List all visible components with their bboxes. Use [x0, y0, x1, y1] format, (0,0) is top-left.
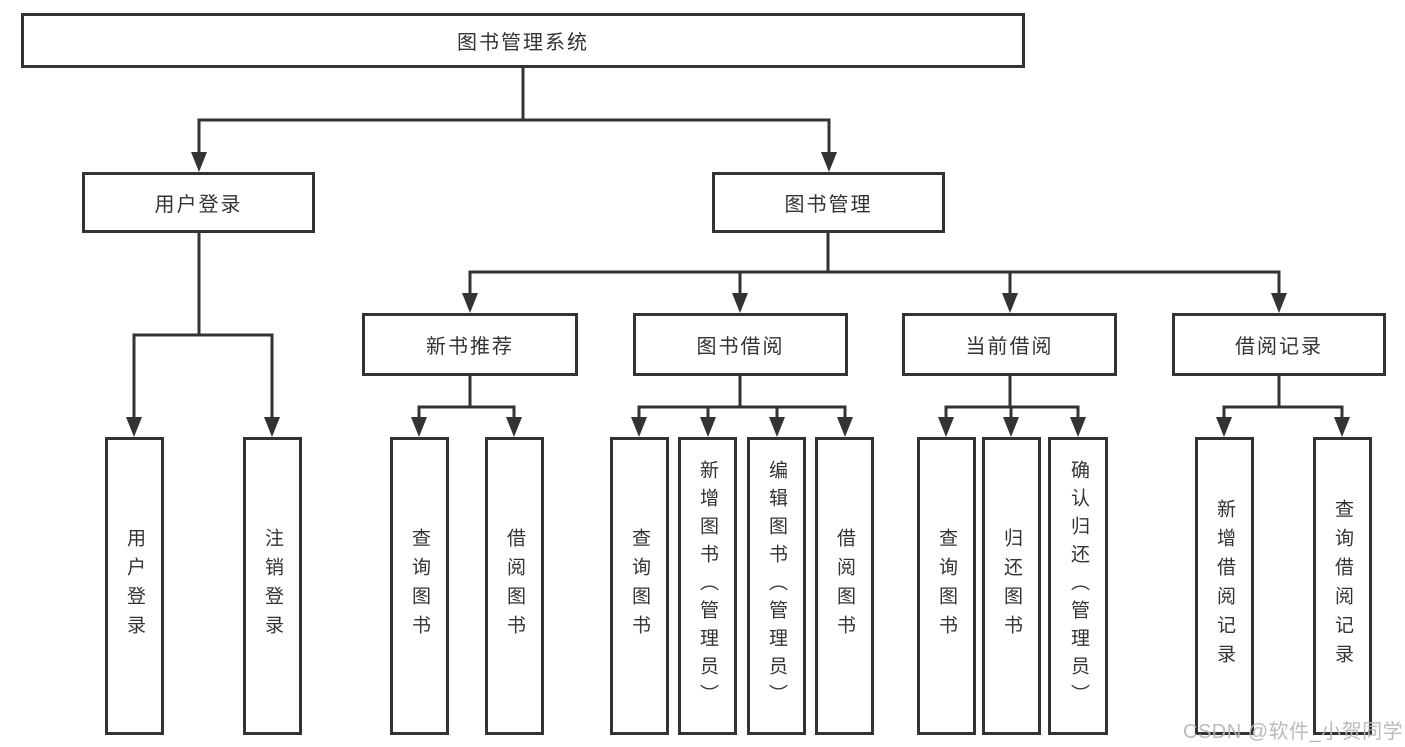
leaf-current-return-books: 归还图书 — [982, 437, 1041, 735]
leaf-current-query-books: 查询图书 — [917, 437, 976, 735]
leaf-newbooks-borrow-books: 借阅图书 — [485, 437, 544, 735]
node-root-system: 图书管理系统 — [21, 13, 1025, 68]
node-book-borrowing: 图书借阅 — [633, 313, 848, 376]
csdn-watermark: CSDN @软件_小贺同学 — [1183, 721, 1404, 743]
leaf-logout: 注销登录 — [243, 437, 302, 735]
node-borrowing-records: 借阅记录 — [1172, 313, 1386, 376]
leaf-records-add-borrow-record: 新增借阅记录 — [1195, 437, 1254, 735]
node-user-login: 用户登录 — [82, 172, 315, 233]
leaf-newbooks-query-books: 查询图书 — [390, 437, 449, 735]
node-current-borrowing: 当前借阅 — [902, 313, 1117, 376]
node-new-book-recommend: 新书推荐 — [362, 313, 578, 376]
tree-edges — [132, 66, 1344, 423]
node-book-management: 图书管理 — [712, 172, 945, 233]
leaf-records-query-borrow-record: 查询借阅记录 — [1313, 437, 1372, 735]
leaf-borrow-borrow-books: 借阅图书 — [815, 437, 874, 735]
arrowhead-icons — [126, 152, 1350, 437]
leaf-borrow-edit-books-admin: 编辑图书（管理员） — [747, 437, 806, 735]
leaf-current-confirm-return-admin: 确认归还（管理员） — [1048, 437, 1108, 735]
leaf-user-login: 用户登录 — [105, 437, 164, 735]
leaf-borrow-add-books-admin: 新增图书（管理员） — [678, 437, 737, 735]
leaf-borrow-query-books: 查询图书 — [610, 437, 669, 735]
